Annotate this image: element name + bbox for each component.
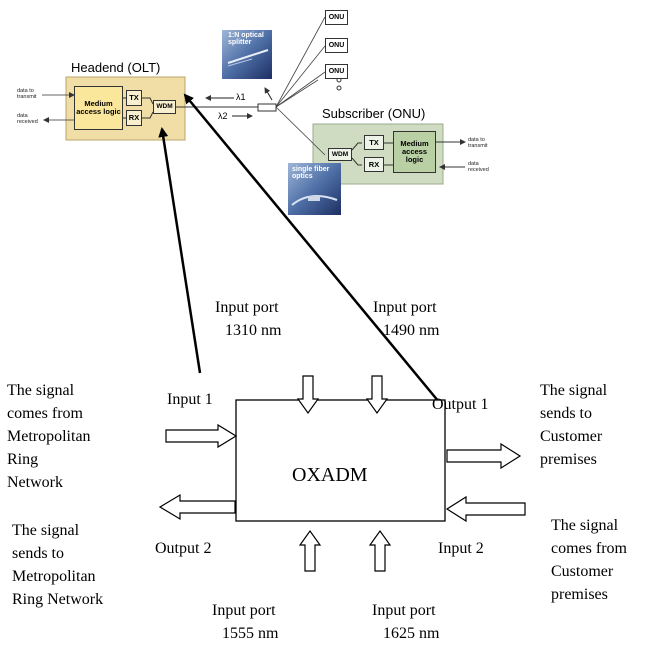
input2-label: Input 2 [438,540,484,557]
port-1490-line2: 1490 nm [383,322,440,339]
olt-title: Headend (OLT) [71,60,161,75]
arrow-1490-to-olt [183,93,440,403]
onu-wdm-box: WDM [328,148,352,161]
port-1555-line2: 1555 nm [222,625,279,642]
fiber-label: single fiber optics [292,166,330,180]
onu-data-to-transmit: data to transmit [468,137,488,149]
fiber-photo [288,163,341,215]
port-1625-line2: 1625 nm [383,625,440,642]
left-bottom-line1: The signal [12,522,80,539]
left-top-line2: comes from [7,405,83,422]
right-bottom-line4: premises [551,586,608,603]
onu-data-received: data received [468,161,489,173]
output1-label: Output 1 [432,396,489,413]
onu-box-2: ONU [325,38,348,53]
right-bottom-line2: comes from [551,540,627,557]
oxadm-box [235,399,446,522]
input1-label: Input 1 [167,391,213,408]
olt-mac-box: Medium access logic [74,86,123,130]
olt-data-received: data received [17,113,38,125]
port-1625-line1: Input port [372,602,436,619]
output2-label: Output 2 [155,540,212,557]
input2-arrow [445,495,526,523]
right-top-line2: sends to [540,405,592,422]
port-1310-arrow [296,375,320,415]
left-top-line4: Ring [7,451,39,468]
onu-tx-box: TX [364,135,384,150]
right-bottom-line1: The signal [551,517,619,534]
port-1490-line1: Input port [373,299,437,316]
splitter-label: 1:N optical splitter [228,32,264,46]
left-bottom-line3: Metropolitan [12,568,96,585]
port-1555-arrow [298,529,322,572]
left-bottom-line4: Ring Network [12,591,104,608]
onu-box-3: ONU [325,64,348,79]
right-top-line4: premises [540,451,597,468]
olt-rx-box: RX [126,110,142,126]
onu-mac-box: Medium access logic [393,131,436,173]
lambda1-label: λ1 [236,92,246,102]
port-1490-arrow [365,375,389,415]
port-1625-arrow [368,529,392,572]
onu-box-1: ONU [325,10,348,25]
left-bottom-line2: sends to [12,545,64,562]
onu-rx-box: RX [364,157,384,172]
olt-data-to-transmit: data to transmit [17,88,37,100]
right-top-line3: Customer [540,428,603,445]
port-1310-line1: Input port [215,299,279,316]
lambda2-label: λ2 [218,111,228,121]
olt-tx-box: TX [126,90,142,106]
port-1310-line2: 1310 nm [225,322,282,339]
arrow-1310-to-olt [158,127,202,374]
right-top-line1: The signal [540,382,608,399]
oxadm-label: OXADM [292,464,368,486]
port-1555-line1: Input port [212,602,276,619]
olt-wdm-box: WDM [153,100,176,114]
left-top-line5: Network [7,474,63,491]
onu-title: Subscriber (ONU) [322,106,426,121]
splitter-body [257,103,277,112]
left-top-line3: Metropolitan [7,428,91,445]
input1-arrow [165,423,238,449]
right-bottom-line3: Customer [551,563,614,580]
output1-arrow [446,442,522,470]
output2-arrow [158,493,236,521]
left-top-line1: The signal [7,382,75,399]
splitter-photo [222,30,272,79]
